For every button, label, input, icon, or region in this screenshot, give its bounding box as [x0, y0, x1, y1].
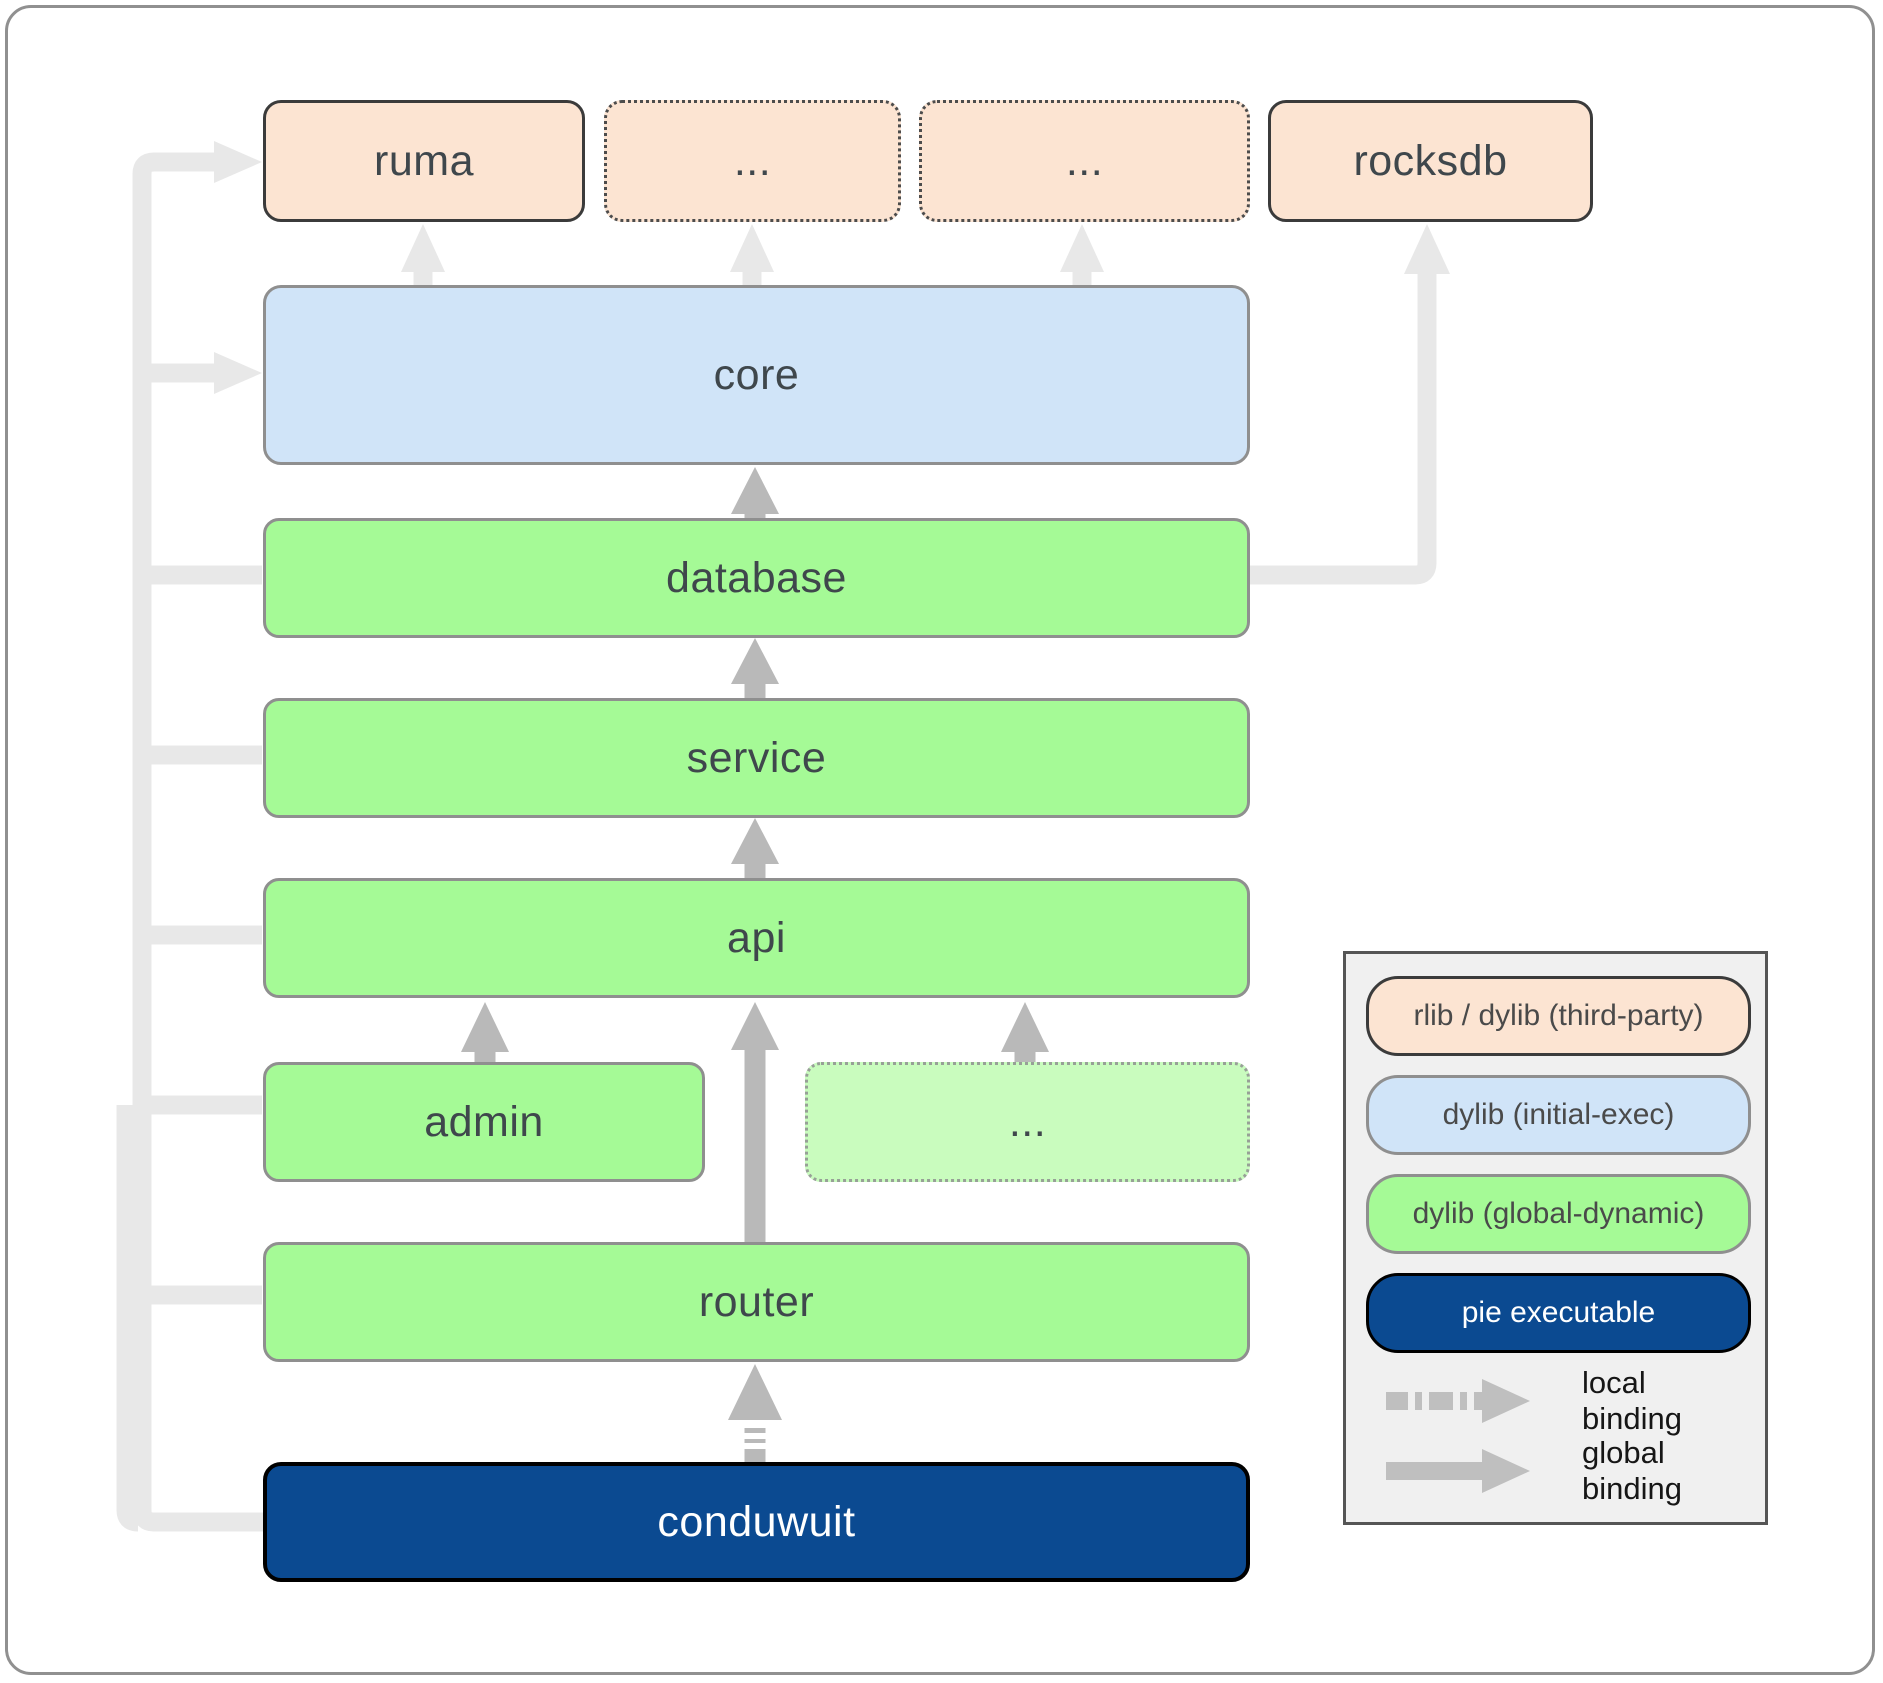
local-binding-arrow-icon [1386, 1379, 1530, 1423]
arrowhead-core-to-more-a [730, 224, 774, 272]
database-to-rocksdb-line [1250, 272, 1437, 585]
global-binding-connectors [116, 152, 1437, 1532]
node-admin: admin [263, 1062, 705, 1182]
node-api: api [263, 878, 1250, 998]
global-binding-arrow-icon [1386, 1449, 1530, 1493]
arrowhead-api-to-service [731, 818, 779, 864]
node-service: service [263, 698, 1250, 818]
legend-row-global-binding: global binding [1384, 1435, 1745, 1506]
legend-bindings: local binding global binding [1366, 1365, 1745, 1506]
arrowhead-admin-to-api [461, 1002, 509, 1052]
arrowhead-core-to-more-b [1060, 224, 1104, 272]
node-conduwuit: conduwuit [263, 1462, 1250, 1582]
dependency-arrowheads [461, 467, 1049, 1420]
legend-panel: rlib / dylib (third-party) dylib (initia… [1343, 951, 1768, 1525]
legend-label-global-binding: global binding [1582, 1435, 1682, 1506]
node-third-party-more-b: ... [919, 100, 1250, 222]
legend-label-local-binding: local binding [1582, 1365, 1682, 1436]
node-ruma: ruma [263, 100, 585, 222]
node-third-party-more-a: ... [604, 100, 901, 222]
legend-item-dylib-global-dynamic: dylib (global-dynamic) [1366, 1174, 1751, 1254]
arrowhead-database-to-core [731, 467, 779, 514]
arrowhead-more-to-api [1001, 1002, 1049, 1052]
arrowhead-into-rocksdb [1404, 224, 1450, 274]
trunk-bundle-line [116, 1105, 139, 1532]
node-router: router [263, 1242, 1250, 1362]
arrowhead-conduwuit-to-router [728, 1364, 782, 1420]
arrowhead-into-core-left [214, 352, 262, 394]
node-database: database [263, 518, 1250, 638]
arrowhead-router-to-api [731, 1002, 779, 1050]
node-delegates-more: ... [805, 1062, 1250, 1182]
arrowhead-service-to-database [731, 638, 779, 684]
conduwuit-left-trunk-line [132, 152, 263, 1532]
legend-item-dylib-initial-exec: dylib (initial-exec) [1366, 1075, 1751, 1155]
node-core: core [263, 285, 1250, 465]
legend-item-rlib-dylib-third-party: rlib / dylib (third-party) [1366, 976, 1751, 1056]
global-binding-arrowheads [214, 141, 1450, 394]
arrowhead-into-ruma-left [214, 141, 262, 183]
legend-item-pie-executable: pie executable [1366, 1273, 1751, 1353]
arrowhead-core-to-ruma [401, 224, 445, 272]
node-rocksdb: rocksdb [1268, 100, 1593, 222]
legend-row-local-binding: local binding [1384, 1365, 1745, 1436]
